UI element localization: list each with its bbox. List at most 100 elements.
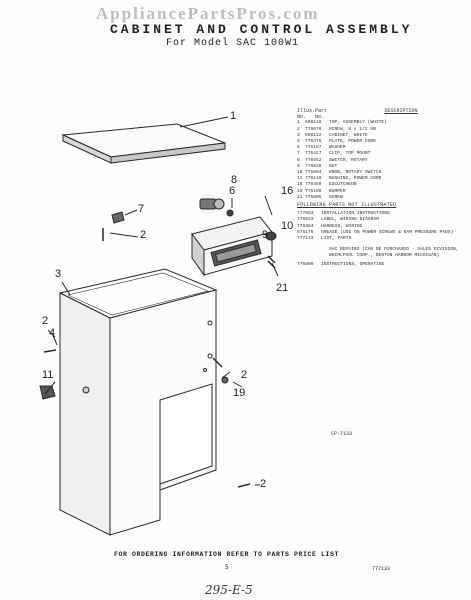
part-number: 775186	[305, 188, 322, 194]
part-number: 776652	[305, 157, 322, 163]
part-number: 776476	[305, 139, 322, 145]
ordering-footer: FOR ORDERING INFORMATION REFER TO PARTS …	[114, 551, 340, 558]
part-description: KNOB, ROTARY SWITCH	[329, 170, 382, 176]
extra-parts-row: 777133 LIST, PARTS	[297, 236, 465, 242]
part-number: 776459	[305, 182, 322, 188]
power-cord-bushing-part	[39, 385, 56, 400]
part-number: 776804	[305, 170, 322, 176]
illus-number: 3	[297, 132, 300, 138]
parts-list: Illus. No. Part No. DESCRIPTION 1 608116 T…	[297, 108, 465, 268]
extra-parts-row: 776533 LABEL, WIRING DIAGRAM	[297, 217, 465, 223]
callout-21: 21	[276, 282, 289, 294]
repair-note: SAC REPAIRS (CAN BE PURCHASED - SALES DI…	[329, 247, 459, 259]
part-description: LIST, PARTS	[321, 236, 352, 242]
part-description: SCREW, 8 x 1/2 AB	[329, 126, 376, 132]
callout-7: 7	[138, 203, 145, 215]
header-part: Part No.	[315, 108, 328, 121]
parts-row: 8 776652 SWITCH, ROTARY	[297, 158, 465, 164]
parts-row: 3 608122 CABINET, WHITE	[297, 133, 465, 139]
illus-number: 1	[297, 120, 300, 126]
part-number: 776427	[305, 151, 322, 157]
cp-number: CP-7133	[331, 431, 353, 437]
illus-number: 11	[297, 176, 303, 182]
illus-number: 2	[297, 126, 300, 132]
parts-row: 9 776628 NUT	[297, 164, 465, 170]
part-description: CLIP, TOP MOUNT	[329, 151, 371, 157]
callout-10: 10	[281, 220, 294, 232]
illus-number: 8	[297, 157, 300, 163]
part-description: PLATE, POWER CORD	[329, 139, 376, 145]
header-description: DESCRIPTION	[384, 108, 418, 114]
clip-part	[111, 211, 125, 224]
part-number: 675176	[297, 229, 314, 235]
part-number: 608122	[305, 132, 322, 138]
parts-row: 4 776476 PLATE, POWER CORD	[297, 139, 465, 145]
extra-parts-row: 675176 GREASE (USE ON POWER SCREWS & RAM …	[297, 230, 465, 236]
header-illus: Illus. No.	[297, 108, 316, 121]
illus-number: 6	[297, 145, 300, 151]
part-number: 776076	[305, 126, 322, 132]
part-description: TOP, ASSEMBLY (WHITE)	[329, 120, 387, 126]
part-number: 776533	[297, 217, 314, 223]
part-description: INSTRUCTIONS, OPERATING	[321, 261, 385, 267]
cabinet-part	[58, 268, 218, 536]
part-description: SWITCH, ROTARY	[329, 157, 368, 163]
callout-9: 9	[262, 229, 269, 241]
part-number: 775805	[305, 194, 322, 200]
parts-row: 7 776427 CLIP, TOP MOUNT	[297, 151, 465, 157]
top-assembly-part	[61, 123, 226, 164]
illus-number: 9	[297, 163, 300, 169]
model-subtitle: For Model SAC 100W1	[166, 38, 300, 49]
part-description: GREASE (USE ON POWER SCREWS & RAM PRESSU…	[321, 229, 454, 235]
callout-6: 6	[229, 185, 236, 197]
following-parts-label: FOLLOWING PARTS NOT ILLUSTRATED	[297, 202, 397, 209]
part-description: LABEL, WIRING DIAGRAM	[321, 217, 379, 223]
part-description: NUT	[329, 163, 338, 169]
part-number: 608116	[305, 120, 322, 126]
part-description: BUMPER	[329, 188, 346, 194]
page-number: 5	[225, 564, 229, 571]
callout-4: 4	[49, 327, 56, 339]
screws	[43, 228, 276, 488]
extra-parts-rows: 777063 INSTALLATION INSTRUCTIONS 776533 LAB…	[297, 211, 465, 242]
parts-list-header: Illus. No. Part No. DESCRIPTION	[297, 108, 465, 120]
parts-row: 1 608116 TOP, ASSEMBLY (WHITE)	[297, 120, 465, 126]
bumper-part	[221, 376, 229, 384]
escutcheon-part	[191, 216, 273, 277]
part-description: CABINET, WHITE	[329, 132, 368, 138]
part-number: 777063	[297, 211, 314, 217]
illus-number: 19	[297, 188, 303, 194]
part-number: 776628	[305, 163, 322, 169]
part-description: ESCUTCHEON	[329, 182, 357, 188]
watermark: AppliancePartsPros.com	[96, 4, 320, 23]
illus-number: 21	[297, 194, 303, 200]
part-description: BUSHING, POWER CORD	[329, 176, 382, 182]
callout-3: 3	[55, 268, 62, 280]
part-number: 778384	[297, 223, 314, 229]
callout-16: 16	[281, 185, 294, 197]
page-title: CABINET AND CONTROL ASSEMBLY	[110, 22, 413, 37]
rotary-switch-parts	[199, 198, 234, 217]
illus-number: 7	[297, 151, 300, 157]
extra-parts-row: 778384 HARNESS, WIRING	[297, 224, 465, 230]
callout-2d: 2	[260, 478, 267, 490]
callout-11: 11	[42, 369, 54, 381]
part-number: 777133	[297, 236, 314, 242]
document-number: 777133	[372, 566, 391, 572]
illus-number: 16	[297, 182, 303, 188]
callout-1: 1	[230, 110, 237, 122]
part-description: HARNESS, WIRING	[321, 223, 363, 229]
callout-2a: 2	[140, 229, 147, 241]
part-description: INSTALLATION INSTRUCTIONS	[321, 211, 390, 217]
knob-part	[265, 231, 277, 241]
illus-number: 4	[297, 139, 300, 145]
extra-parts-row: 777063 INSTALLATION INSTRUCTIONS	[297, 211, 465, 217]
part-description: SCREW	[329, 194, 343, 200]
callout-8: 8	[231, 174, 238, 186]
